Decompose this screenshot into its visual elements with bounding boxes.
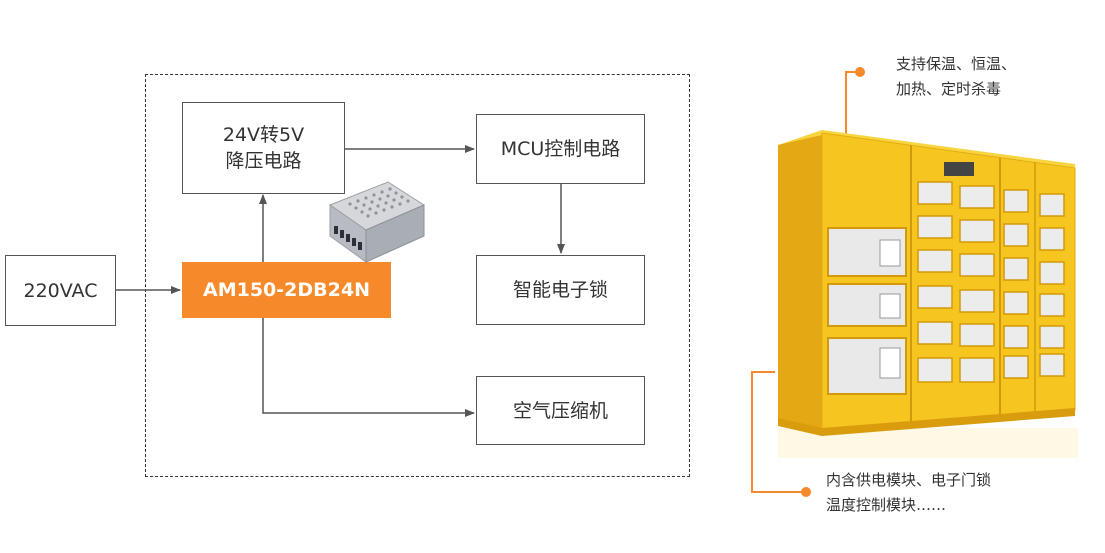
callout-bottom-text: 内含供电模块、电子门锁 温度控制模块…… <box>826 468 991 518</box>
input-box: 220VAC <box>5 255 116 326</box>
dcdc-box: 24V转5V 降压电路 <box>182 102 345 194</box>
psu-image <box>328 181 426 263</box>
lock-box: 智能电子锁 <box>476 255 645 325</box>
mcu-box: MCU控制电路 <box>476 114 645 184</box>
power-module-label: AM150-2DB24N <box>203 279 370 301</box>
locker-cabinet <box>778 130 1078 458</box>
callout-line-bottom <box>751 371 806 493</box>
callout-top-text: 支持保温、恒温、 加热、定时杀毒 <box>896 52 1016 102</box>
lock-label: 智能电子锁 <box>512 279 608 301</box>
power-module-box: AM150-2DB24N <box>182 262 391 318</box>
dcdc-label-line1: 24V转5V <box>222 124 305 146</box>
compressor-label: 空气压缩机 <box>512 399 608 422</box>
dcdc-label-line2: 降压电路 <box>225 150 302 172</box>
input-label: 220VAC <box>23 279 98 302</box>
mcu-label: MCU控制电路 <box>500 138 621 160</box>
callout-bottom-line1: 内含供电模块、电子门锁 <box>826 471 992 489</box>
callout-dot-top <box>855 67 865 77</box>
callout-top-line2: 加热、定时杀毒 <box>896 80 1002 98</box>
callout-dot-bottom <box>801 487 811 497</box>
arrow-module-to-compressor <box>262 318 475 417</box>
system-boundary <box>145 74 690 477</box>
callout-top-line1: 支持保温、恒温、 <box>896 55 1017 73</box>
callout-bottom-line2: 温度控制模块…… <box>826 496 947 514</box>
compressor-box: 空气压缩机 <box>476 376 645 445</box>
